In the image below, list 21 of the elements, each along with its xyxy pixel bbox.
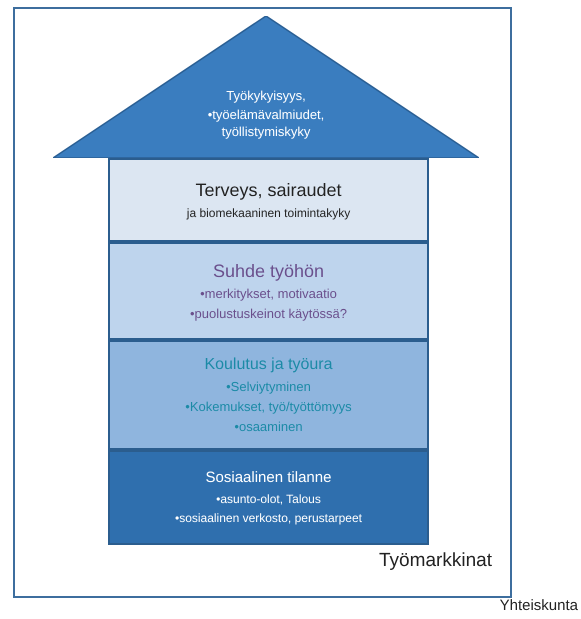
- floor-band: [108, 242, 429, 340]
- floor-band: [108, 158, 429, 242]
- bullet-text: •asunto-olot, Talous: [216, 492, 321, 507]
- heading-text: Työkykyisyys,: [226, 88, 306, 104]
- bullet-text: ja biomekaaninen toimintakyky: [186, 206, 350, 221]
- floor-band: [108, 340, 429, 450]
- frame-border: [13, 7, 512, 598]
- area-label: Työmarkkinat: [379, 549, 492, 573]
- bullet-text: •osaaminen: [234, 419, 303, 436]
- heading-text: Sosiaalinen tilanne: [206, 469, 332, 488]
- heading-text: Suhde työhön: [212, 260, 324, 282]
- area-label: Yhteiskunta: [500, 596, 578, 616]
- bullet-text: •Selviytyminen: [226, 378, 311, 395]
- heading-text: Koulutus ja työura: [204, 354, 333, 375]
- bullet-text: •sosiaalinen verkosto, perustarpeet: [175, 510, 362, 526]
- bullet-text: •merkitykset, motivaatio: [200, 286, 337, 302]
- bullet-text: •Kokemukset, työ/työttömyys: [185, 398, 352, 416]
- bullet-text: •puolustuskeinot käytössä?: [190, 306, 348, 322]
- bullet-text: •työelämävalmiudet, työllistymiskyky: [206, 107, 326, 140]
- heading-text: Terveys, sairaudet: [195, 179, 342, 202]
- floor-band: [108, 450, 429, 545]
